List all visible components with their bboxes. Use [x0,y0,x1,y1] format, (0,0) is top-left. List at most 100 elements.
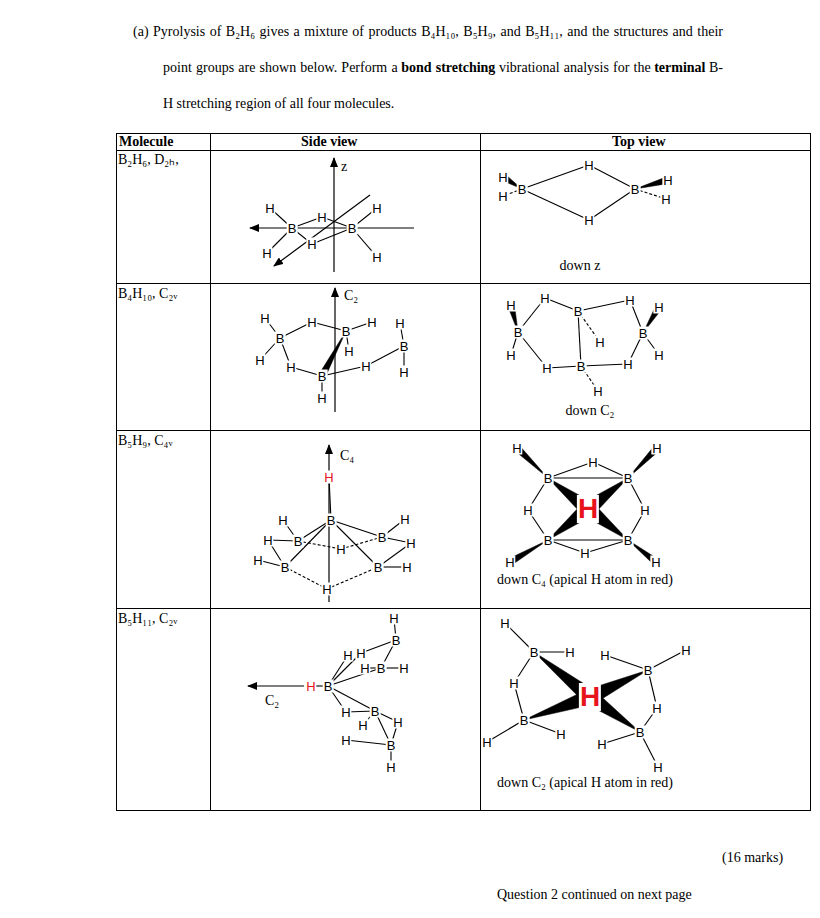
atom-label: H [316,211,327,224]
atom-label: H [399,513,410,526]
atom-label: B [543,534,554,547]
atom-label: H [321,583,332,596]
atom-label: H [261,247,272,260]
atom-label: B [513,326,524,339]
atom-label: H [660,193,671,206]
view-caption: down z [560,259,601,273]
atom-label: H [653,349,664,362]
axis-label: C₂ [343,289,359,303]
axis-label: z [340,160,348,174]
bond-line [589,189,635,220]
table-rule [480,134,481,811]
atom-label: B [326,514,337,527]
atom-label: H [335,543,346,556]
bond-line [328,668,381,686]
atom-label: H [599,649,610,662]
bond-line [285,520,331,567]
molecule-label: B₄H₁₀, C₂ᵥ [118,287,177,301]
atom-label: B [287,222,298,235]
atom-label: H [541,362,552,375]
atom-label: H [394,317,405,330]
axis-label: C₂ [264,694,280,708]
atom-label: H [662,174,673,187]
atom-label: H [505,349,516,362]
x-axis [250,227,414,228]
atom-label: H [639,504,650,517]
question-text: vibrational analysis for the [499,60,651,75]
atom-label: H [511,442,522,455]
bond-line [346,740,391,745]
atom-label: H [340,706,351,719]
atom-label: B [341,325,352,338]
atom-label: B [623,534,634,547]
atom-label: B [399,340,410,353]
atom-label: H [405,537,416,550]
atom-label: H [650,556,661,569]
atom-label: B [576,360,587,373]
apical-h-label: H [577,495,599,523]
column-header: Side view [301,135,357,149]
atom-label: H [264,202,275,215]
molecule-label: B₅H₁₁, C₂ᵥ [118,612,177,626]
atom-label: H [624,294,635,307]
atom-label: B [391,634,402,647]
atom-label: H [587,456,598,469]
apical-h-label: H [579,683,601,711]
c2-axis [248,685,304,686]
atom-label: H [262,534,273,547]
apical-h-label: H [305,680,316,693]
table-rule [117,283,811,284]
table-border [117,134,811,811]
atom-label: H [355,647,366,660]
atom-label: H [401,561,412,574]
axis-label: C₄ [339,449,355,463]
molecule-label: B₅H₉, C₄ᵥ [118,434,173,448]
column-header: Molecule [119,135,173,149]
atom-label: H [651,702,662,715]
atom-label: H [359,662,370,675]
atom-label: B [293,535,304,548]
atom-label: H [522,504,533,517]
atom-label: H [505,299,516,312]
atom-label: H [583,214,594,227]
atom-label: H [651,442,662,455]
hashed-bond [327,567,378,589]
atom-label: H [564,646,575,659]
atom-label: H [252,554,263,567]
atom-label: H [481,736,492,749]
bond-line [585,540,628,553]
atom-label: H [508,677,519,690]
atom-label: H [652,761,663,774]
atom-label: H [371,202,382,215]
atom-label: H [357,719,368,732]
atom-label: H [555,728,566,741]
y-axis [274,195,370,266]
atom-label: B [347,222,358,235]
atom-label: H [360,360,371,373]
bond-line [581,364,628,366]
table-grid [117,134,811,811]
view-caption: down C₂ [566,404,615,418]
atom-label: B [623,472,634,485]
bond-line [522,165,589,189]
atom-label: B [386,739,397,752]
atom-label: H [592,385,603,398]
atom-label: H [579,547,590,560]
bond-line [605,655,648,670]
apical-h-label: H [323,471,334,484]
z-axis [333,158,334,272]
atom-label: H [388,612,399,625]
table-rule [117,430,811,431]
atom-label: B [573,305,584,318]
atom-label: B [373,561,384,574]
atom-label: B [517,183,528,196]
atom-label: H [539,292,550,305]
atom-label: B [630,183,641,196]
bold-term: bond stretching [401,60,495,75]
atom-label: B [370,705,381,718]
atom-label: H [398,662,409,675]
atom-label: B [275,332,286,345]
atom-label: H [254,354,265,367]
bond-line [578,311,581,366]
